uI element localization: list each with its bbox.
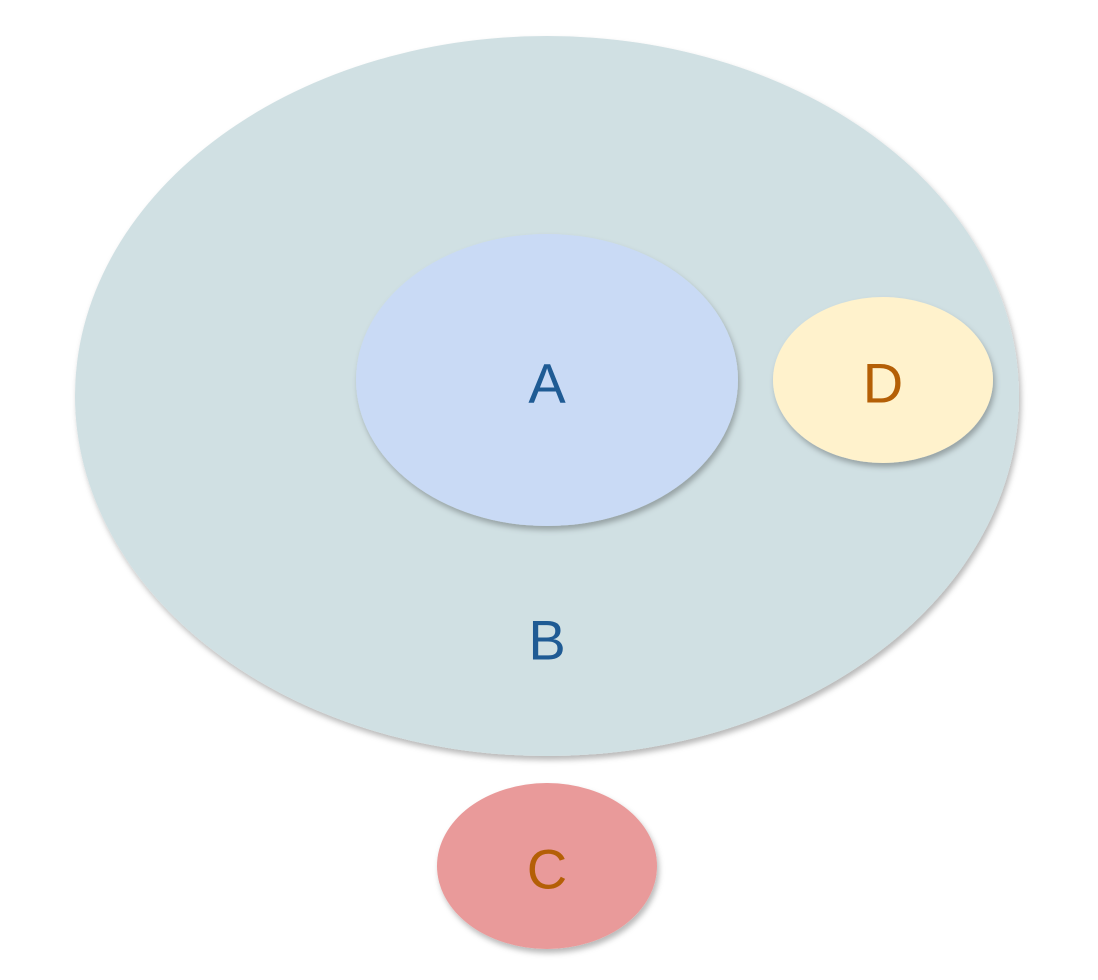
set-d-label: D xyxy=(863,352,903,415)
set-a: A xyxy=(356,234,738,526)
set-a-ellipse xyxy=(356,234,738,526)
set-c-ellipse xyxy=(437,783,657,949)
set-c: C xyxy=(437,783,657,949)
set-d: D xyxy=(773,297,993,463)
set-a-label: A xyxy=(528,352,566,415)
set-b-label: B xyxy=(528,609,565,672)
set-d-ellipse xyxy=(773,297,993,463)
set-c-label: C xyxy=(527,838,567,901)
